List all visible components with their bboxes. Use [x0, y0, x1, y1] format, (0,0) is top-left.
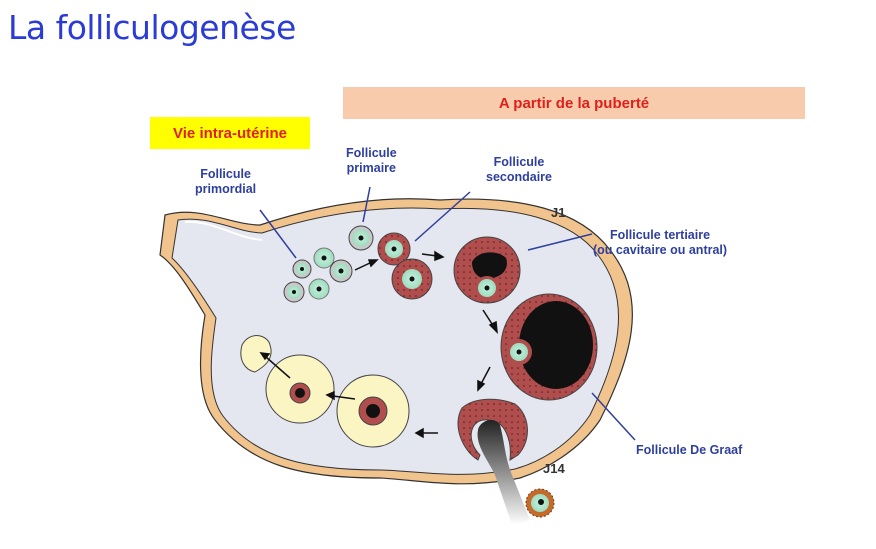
tertiary-follicle: [453, 236, 521, 304]
process-arrows: [259, 250, 498, 439]
ruptured-follicle: [457, 398, 530, 525]
released-oocyte: [525, 488, 555, 518]
label-follicule-de-graaf: Follicule De Graaf: [636, 443, 743, 457]
primordial-follicles: [283, 247, 353, 303]
label-j14: J14: [543, 461, 565, 476]
primary-follicle: [348, 225, 374, 251]
label-j1: J1: [551, 205, 566, 220]
de-graaf-follicle: [500, 293, 598, 401]
secondary-follicles: [377, 232, 433, 300]
period-label-puberte: A partir de la puberté: [498, 94, 650, 112]
label-follicule-secondaire: Follicule secondaire: [486, 155, 553, 184]
label-follicule-tertiaire: Follicule tertiaire (ou cavitaire ou ant…: [593, 228, 728, 257]
corpus-luteum: [240, 335, 410, 448]
label-follicule-primaire: Follicule primaire: [346, 146, 397, 175]
leader-lines: [259, 186, 636, 441]
period-band-intra-uterine: Vie intra-utérine: [150, 117, 310, 149]
page-title: La folliculogenèse: [8, 8, 296, 47]
period-label-intra-uterine: Vie intra-utérine: [173, 124, 287, 142]
period-band-puberte: A partir de la puberté: [343, 87, 805, 119]
label-follicule-primordial: Follicule primordial: [195, 167, 257, 196]
